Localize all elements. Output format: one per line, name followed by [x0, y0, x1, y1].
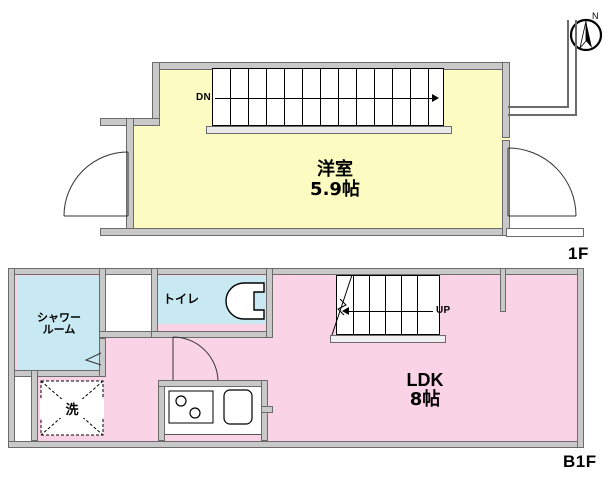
floor-tag-b1f: B1F: [563, 452, 597, 471]
wall-b1f-bottom: [8, 441, 584, 448]
north-arrow-icon: N: [566, 8, 608, 54]
room-label-shower-room-line1: シャワー: [37, 311, 81, 324]
exterior-entry-outline-1f: [508, 20, 588, 120]
stairs-b1f-direction-label: UP: [436, 305, 451, 316]
wall-kitchen-right-stub: [261, 406, 273, 413]
kitchen-counter: [165, 387, 261, 435]
wall-b1f-left: [8, 268, 15, 448]
wall-b1f-right: [577, 268, 584, 448]
wall-ldk-partition-stub: [500, 268, 506, 312]
room-notch-upper-left: [126, 68, 156, 124]
wall-1f-bottom: [100, 228, 520, 236]
wall-shower-right-lower: [99, 338, 106, 377]
wall-toilet-right: [266, 268, 273, 338]
room-label-western-room-size: 5.9帖: [310, 179, 360, 201]
void-upper-hall-b1f: [100, 272, 152, 334]
stairs-1f-run-line: [215, 98, 434, 99]
stairs-b1f-winder: [326, 273, 356, 339]
wall-shower-right-jog: [99, 331, 154, 338]
wall-kitchen-left: [158, 380, 165, 441]
wall-toilet-left: [151, 268, 158, 338]
room-label-ldk: LDK 8帖: [380, 370, 470, 410]
room-fill-shower-room: [18, 276, 100, 372]
stairs-b1f: [336, 275, 440, 335]
floor-tag-1f: 1F: [568, 244, 589, 263]
stairs-1f: [212, 68, 444, 126]
stairs-b1f-landing: [330, 335, 446, 343]
stairs-1f-landing: [206, 126, 452, 134]
alcove-left-b1f: [15, 377, 31, 441]
wall-kitchen-top: [158, 380, 268, 387]
stairs-1f-direction-arrow-icon: [432, 94, 439, 102]
washer-space: 洗: [40, 380, 104, 436]
toilet-fixture-icon: [200, 279, 268, 323]
room-label-ldk-name: LDK: [406, 370, 444, 390]
svg-text:N: N: [592, 11, 599, 21]
wall-shower-bottom: [14, 370, 106, 377]
stairs-1f-direction-label: DN: [196, 92, 212, 103]
room-label-ldk-size: 8帖: [409, 389, 441, 411]
washer-space-label: 洗: [40, 399, 104, 418]
door-swing-1f-right: [506, 146, 578, 226]
wall-laundry-left: [31, 370, 38, 441]
shower-door-marker-icon: [84, 352, 102, 366]
door-swing-1f-left: [62, 150, 130, 224]
wall-1f-left-upper: [152, 62, 160, 124]
window-sill-1f-bottom-right: [506, 228, 584, 237]
stairs-b1f-run-line: [347, 311, 433, 312]
room-label-western-room: 洋室 5.9帖: [275, 159, 395, 201]
wall-b1f-top: [8, 268, 584, 275]
stairs-b1f-direction-arrow-icon: [342, 307, 349, 315]
wall-1f-right-upper: [502, 62, 510, 138]
room-label-shower-room: シャワー ルーム: [22, 311, 96, 337]
room-label-western-room-name: 洋室: [317, 159, 353, 180]
wall-shower-right: [99, 268, 106, 338]
room-label-shower-room-line2: ルーム: [42, 323, 76, 337]
door-swing-toilet: [172, 336, 220, 382]
room-label-toilet: トイレ: [162, 292, 199, 306]
